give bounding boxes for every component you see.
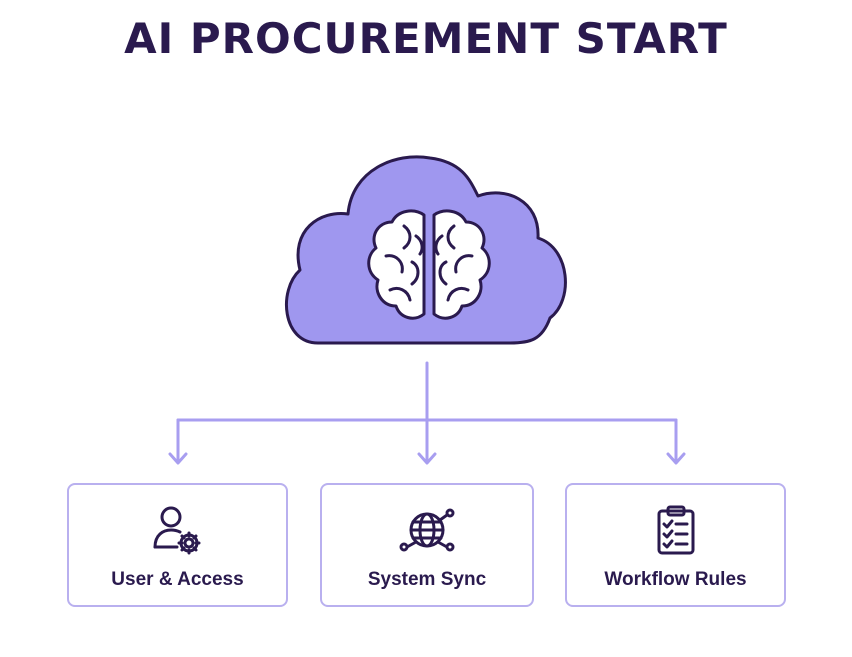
arrowhead-left bbox=[168, 452, 188, 465]
brain-icon bbox=[367, 209, 491, 320]
clipboard-checklist-icon bbox=[657, 505, 694, 555]
arrowhead-center bbox=[417, 452, 437, 465]
user-gear-icon bbox=[153, 506, 200, 555]
arrowhead-right bbox=[666, 452, 686, 465]
globe-network-icon bbox=[399, 508, 455, 552]
node-card-workflow-rules[interactable]: Workflow Rules bbox=[565, 483, 786, 607]
connectors bbox=[168, 361, 686, 465]
node-card-system-sync[interactable]: System Sync bbox=[320, 483, 534, 607]
node-card-user-access[interactable]: User & Access bbox=[67, 483, 288, 607]
diagram-title: AI PROCUREMENT START bbox=[124, 14, 728, 63]
cloud-shape bbox=[285, 155, 567, 345]
central-cloud bbox=[285, 155, 567, 345]
node-label: Workflow Rules bbox=[604, 569, 747, 590]
node-label: User & Access bbox=[111, 569, 244, 590]
node-label: System Sync bbox=[367, 569, 487, 590]
